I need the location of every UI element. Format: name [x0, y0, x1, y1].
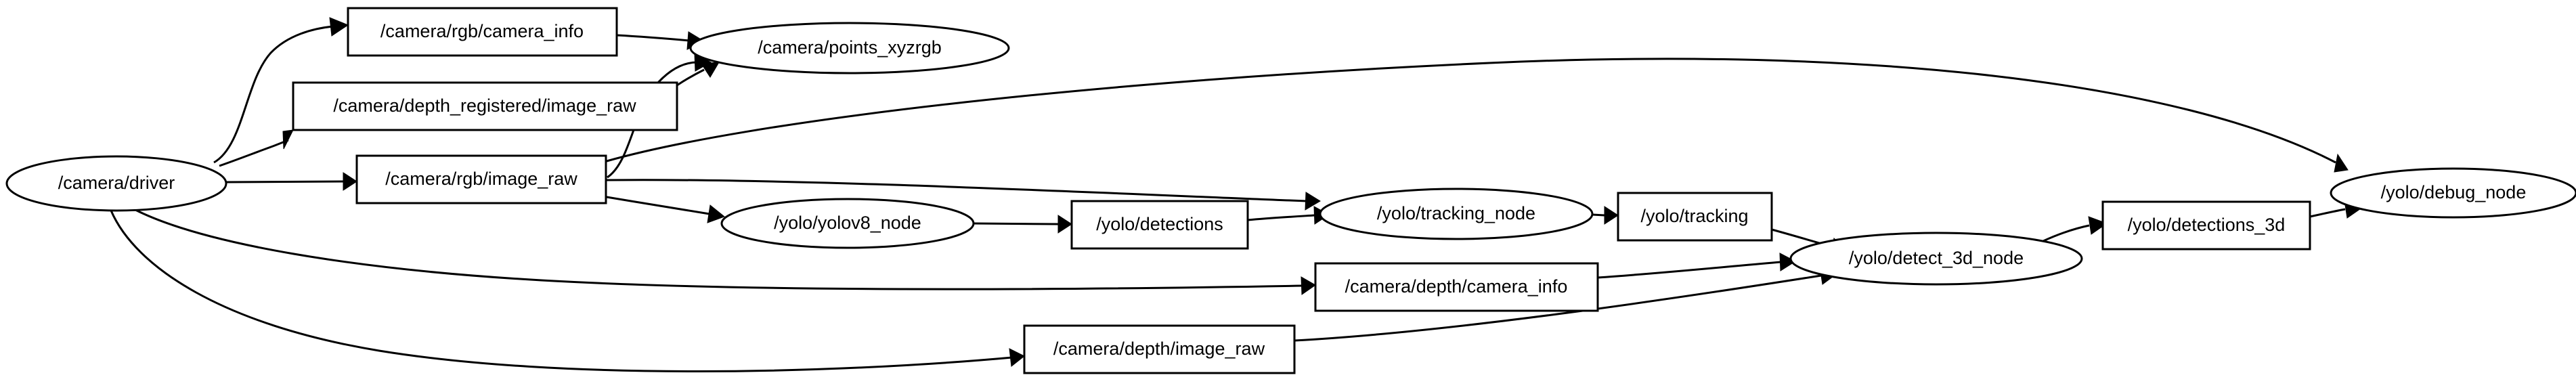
node-label-yolo-detect-3d-node: /yolo/detect_3d_node [1849, 248, 2024, 268]
node-label-yolo-tracking-node: /yolo/tracking_node [1377, 203, 1535, 223]
node-camera-rgb-image-raw[interactable]: /camera/rgb/image_raw [355, 154, 607, 204]
node-yolo-tracking-node[interactable]: /yolo/tracking_node [1319, 188, 1594, 240]
node-label-yolo-debug-node: /yolo/debug_node [2381, 182, 2527, 202]
node-yolo-detections[interactable]: /yolo/detections [1070, 200, 1249, 250]
node-yolo-detections-3d[interactable]: /yolo/detections_3d [2101, 200, 2311, 251]
node-label-camera-points-xyzrgb: /camera/points_xyzrgb [758, 37, 942, 58]
node-camera-points-xyzrgb[interactable]: /camera/points_xyzrgb [689, 22, 1010, 74]
edge-detect-3d-node-to-detections-3d [2043, 216, 2108, 242]
node-label-camera-rgb-camera-info: /camera/rgb/camera_info [380, 21, 584, 41]
edge-driver-to-rgb-image-raw [225, 172, 357, 191]
edge-depth-camera-info-to-detect-3d-node [1597, 253, 1796, 279]
edge-driver-to-depth-image-raw [110, 210, 1025, 372]
node-yolo-tracking[interactable]: /yolo/tracking [1617, 192, 1773, 242]
node-yolo-debug-node[interactable]: /yolo/debug_node [2330, 167, 2576, 219]
edge-driver-to-depth-registered-image-raw [219, 129, 294, 167]
node-camera-depth-image-raw[interactable]: /camera/depth/image_raw [1023, 324, 1296, 374]
node-label-yolo-yolov8-node: /yolo/yolov8_node [774, 213, 921, 233]
node-camera-driver[interactable]: /camera/driver [5, 155, 227, 212]
edge-rgb-image-raw-to-yolov8-node [606, 196, 726, 223]
edge-tracking-node-to-tracking [1592, 206, 1619, 225]
node-camera-depth-registered-image-raw[interactable]: /camera/depth_registered/image_raw [292, 81, 678, 131]
node-label-yolo-detections: /yolo/detections [1096, 214, 1223, 234]
node-yolo-detect-3d-node[interactable]: /yolo/detect_3d_node [1789, 232, 2083, 286]
edge-driver-to-rgb-camera-info [213, 17, 349, 164]
node-label-yolo-detections-3d: /yolo/detections_3d [2128, 215, 2286, 235]
edge-detections-to-tracking-node [1247, 206, 1330, 225]
node-label-camera-rgb-image-raw: /camera/rgb/image_raw [385, 169, 577, 189]
node-label-camera-depth-camera-info: /camera/depth/camera_info [1345, 276, 1568, 297]
edge-rgb-image-raw-to-tracking-node [606, 179, 1321, 211]
node-label-yolo-tracking: /yolo/tracking [1640, 206, 1748, 226]
node-camera-rgb-camera-info[interactable]: /camera/rgb/camera_info [347, 7, 618, 57]
edge-yolov8-node-to-detections [973, 215, 1072, 234]
node-yolo-yolov8-node[interactable]: /yolo/yolov8_node [720, 198, 975, 249]
node-camera-depth-camera-info[interactable]: /camera/depth/camera_info [1314, 262, 1599, 312]
edge-rgb-image-raw-to-debug-node [606, 58, 2349, 173]
edge-driver-to-depth-camera-info [135, 209, 1316, 295]
node-label-camera-depth-image-raw: /camera/depth/image_raw [1053, 339, 1265, 359]
node-layer: /camera/driver /camera/rgb/camera_info /… [5, 7, 2576, 374]
node-label-camera-driver: /camera/driver [58, 173, 175, 193]
node-label-camera-depth-registered-image-raw: /camera/depth_registered/image_raw [333, 95, 636, 116]
